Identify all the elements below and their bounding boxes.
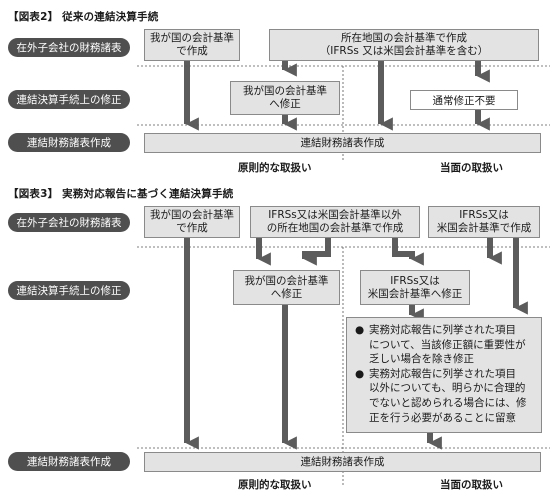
fig2-box-japan-standards: 我が国の会計基準 で作成 — [144, 29, 240, 61]
fig3-row-label-consolidated: 連結財務諸表作成 — [8, 452, 130, 471]
fig2-footer-current: 当面の取扱い — [440, 162, 503, 174]
fig2-box-no-adjust: 通常修正不要 — [410, 90, 518, 110]
fig2-box-consolidated: 連結財務諸表作成 — [144, 133, 541, 153]
fig3-arrow-local-to-japan-adjust — [302, 238, 331, 266]
fig2-title: 【図表2】 従来の連結決算手続 — [8, 11, 159, 23]
fig3-box-local-standards: IFRSs又は米国会計基準以外 の所在地国の会計基準で作成 — [250, 206, 420, 238]
fig3-note-2-line1: 実務対応報告に列挙された項目 — [369, 367, 516, 380]
fig3-box-adjust-japan-line1: 我が国の会計基準 — [244, 274, 329, 287]
fig3-note-2: ● 実務対応報告に列挙された項目 以外についても、明らかに合理的 でないと認めら… — [353, 367, 535, 425]
fig3-arrow-local-to-ifrs-adjust — [392, 238, 424, 266]
fig3-box-consolidated: 連結財務諸表作成 — [144, 452, 541, 472]
fig2-box-japan-line2: で作成 — [176, 45, 208, 57]
fig2-box-japan-line1: 我が国の会計基準 — [150, 32, 234, 44]
fig2-box-local-line1: 所在地国の会計基準で作成 — [341, 32, 467, 44]
fig3-box-local-line1: IFRSs又は米国会計基準以外 — [268, 209, 402, 221]
fig2-box-local-line2: （IFRSs 又は米国会計基準を含む） — [319, 45, 489, 57]
fig3-box-japan-line2: で作成 — [176, 222, 208, 234]
fig3-box-adjust-ifrs-line2: 米国会計基準へ修正 — [367, 287, 463, 300]
fig3-title: 【図表3】 実務対応報告に基づく連結決算手続 — [8, 188, 234, 200]
fig3-box-ifrs-line1: IFRSs又は — [459, 209, 509, 221]
fig3-box-adjust-japan-line2: へ修正 — [270, 287, 303, 300]
fig3-row-label-adjust: 連結決算手続上の修正 — [8, 281, 130, 300]
fig3-box-local-line2: の所在地国の会計基準で作成 — [266, 222, 404, 234]
fig2-row-label-consolidated: 連結財務諸表作成 — [8, 133, 130, 152]
fig3-note-2-line3: でないと認められる場合には、修 — [369, 396, 527, 409]
fig2-box-local-standards: 所在地国の会計基準で作成 （IFRSs 又は米国会計基準を含む） — [269, 29, 539, 61]
fig3-notes-box: ● 実務対応報告に列挙された項目 について、当該修正額に重要性が 乏しい場合を除… — [346, 317, 542, 433]
fig3-note-1-bullet: ● — [355, 324, 365, 336]
fig3-box-japan-line1: 我が国の会計基準 — [150, 209, 234, 221]
fig3-box-adjust-ifrs: IFRSs又は 米国会計基準へ修正 — [360, 270, 470, 305]
fig3-footer-principle: 原則的な取扱い — [238, 479, 312, 491]
fig2-footer-principle: 原則的な取扱い — [238, 162, 312, 174]
fig2-row-label-statements: 在外子会社の財務諸表 — [8, 38, 130, 57]
fig3-note-1-line1: 実務対応報告に列挙された項目 — [369, 324, 516, 336]
fig3-note-2-bullet: ● — [355, 367, 365, 380]
fig3-note-1-line2: について、当該修正額に重要性が — [369, 338, 526, 351]
fig3-row-label-statements: 在外子会社の財務諸表 — [8, 213, 130, 232]
fig3-footer-current: 当面の取扱い — [440, 479, 503, 491]
fig3-box-ifrs-line2: 米国会計基準で作成 — [436, 222, 532, 234]
fig2-box-adjust-line2: へ修正 — [269, 98, 301, 110]
fig3-note-1-line3: 乏しい場合を除き修正 — [369, 353, 474, 366]
fig3-box-ifrs-usgaap: IFRSs又は 米国会計基準で作成 — [428, 206, 540, 238]
fig2-box-adjust-japan: 我が国の会計基準 へ修正 — [230, 81, 340, 115]
fig3-box-adjust-ifrs-line1: IFRSs又は — [390, 274, 440, 287]
fig3-note-2-line4: 正を行う必要があることに留意 — [369, 411, 516, 424]
fig2-box-adjust-line1: 我が国の会計基準 — [243, 85, 327, 97]
fig3-note-2-line2: 以外についても、明らかに合理的 — [369, 382, 526, 395]
fig3-box-adjust-japan: 我が国の会計基準 へ修正 — [233, 270, 340, 305]
fig3-box-japan-standards: 我が国の会計基準 で作成 — [144, 206, 240, 238]
fig3-note-1: ● 実務対応報告に列挙された項目 について、当該修正額に重要性が 乏しい場合を除… — [353, 323, 535, 367]
fig2-row-label-adjust: 連結決算手続上の修正 — [8, 90, 130, 109]
